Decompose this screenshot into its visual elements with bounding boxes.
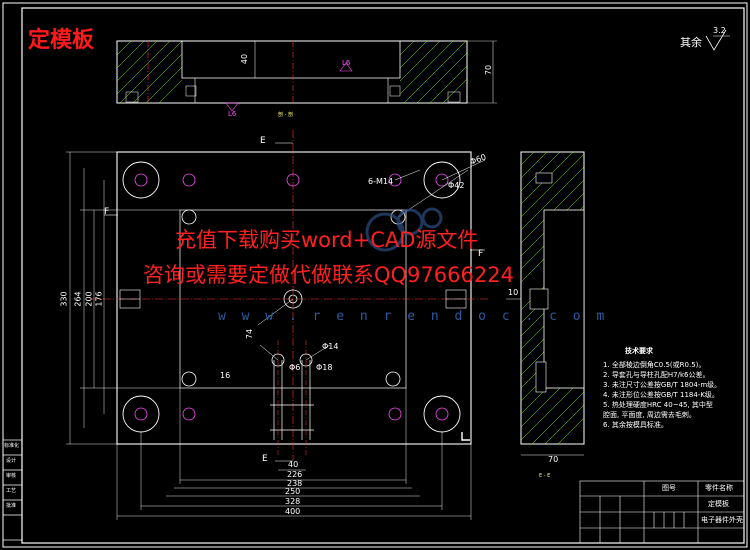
- note-item-5: 5. 热处理硬度HRC 40~45, 其中型: [603, 401, 713, 409]
- dim-v-330: 330: [59, 291, 69, 307]
- roughness-value: 3.2: [713, 26, 726, 35]
- section-mark-e-bottom: E: [262, 454, 268, 464]
- dim-top-40: 40: [240, 53, 250, 65]
- dim-h-226: 226: [287, 470, 303, 479]
- note-item-1: 1. 全部棱边倒角C0.5(或R0.5)。: [603, 361, 706, 369]
- dim-h-238: 238: [287, 479, 303, 488]
- dim-h-400: 400: [285, 507, 301, 516]
- tb-part-name: 零件名称: [705, 484, 733, 492]
- dim-side-70: 70: [548, 455, 559, 464]
- note-item-6: 腔面, 平面度, 周边需去毛刺。: [603, 411, 696, 419]
- dim-side-10: 10: [508, 288, 519, 297]
- roughness-symbol: [705, 29, 727, 51]
- watermark-logo: [365, 207, 443, 252]
- dim-h-40: 40: [288, 460, 299, 469]
- tb-drawing-no: 图号: [662, 484, 676, 492]
- dim-h-328: 328: [285, 497, 301, 506]
- label-l6-a: L6: [342, 59, 351, 67]
- tb-sheet-name: 定模板: [708, 500, 729, 508]
- dim-16: 16: [220, 371, 231, 380]
- tb-product: 电子器件外壳: [701, 516, 743, 524]
- margin-label-1: 标准化: [4, 443, 20, 449]
- left-margin-blocks: [2, 439, 23, 541]
- note-item-7: 6. 其余按模具标准。: [603, 421, 668, 429]
- section-mark-f-left: F: [104, 207, 110, 217]
- note-item-2: 2. 导套孔与导柱孔配H7/k6公差。: [603, 371, 710, 379]
- section-side-caption: E - E: [539, 473, 551, 479]
- margin-label-2: 设计: [6, 458, 17, 464]
- margin-label-5: 批准: [6, 503, 17, 509]
- section-mark-f-right: F: [478, 249, 484, 259]
- dim-h-250: 250: [285, 487, 301, 496]
- dim-phi6: Φ6: [289, 363, 301, 372]
- label-l6-b: L6: [228, 110, 237, 118]
- notes-heading: 技术要求: [625, 347, 653, 355]
- watermark-line-1: 充值下载购买word+CAD源文件: [175, 228, 479, 252]
- note-item-4: 4. 未注形位公差按GB/T 1184-K级。: [603, 391, 719, 399]
- margin-label-4: 工艺: [6, 488, 17, 494]
- main-plan-view: [66, 130, 490, 520]
- drawing-title: 定模板: [28, 28, 95, 53]
- dim-phi18: Φ18: [316, 363, 333, 372]
- watermark-line-2: 咨询或需要定做代做联系QQ97666224: [143, 263, 514, 287]
- dim-top-70: 70: [484, 64, 494, 76]
- dim-v-200: 200: [84, 291, 94, 307]
- margin-label-3: 审核: [6, 473, 17, 479]
- note-item-3: 3. 未注尺寸公差按GB/T 1804-m级。: [603, 381, 722, 389]
- dim-74: 74: [245, 328, 255, 340]
- roughness-prefix: 其余: [680, 36, 702, 49]
- top-section-view: [116, 40, 497, 112]
- section-mark-e-top: E: [260, 136, 266, 146]
- section-top-caption: 剖 - 剖: [278, 112, 293, 118]
- dim-m14: 6-M14: [368, 177, 394, 186]
- dim-v-264: 264: [73, 291, 83, 307]
- watermark-url: w w w . r e n r e n d o c . c o m: [218, 309, 609, 324]
- inner-frame: [21, 7, 745, 544]
- dim-phi42: Φ42: [448, 181, 465, 190]
- title-block: [579, 480, 745, 544]
- dim-phi14: Φ14: [322, 342, 339, 351]
- dim-v-176: 176: [94, 291, 104, 307]
- side-section-view: [506, 151, 585, 456]
